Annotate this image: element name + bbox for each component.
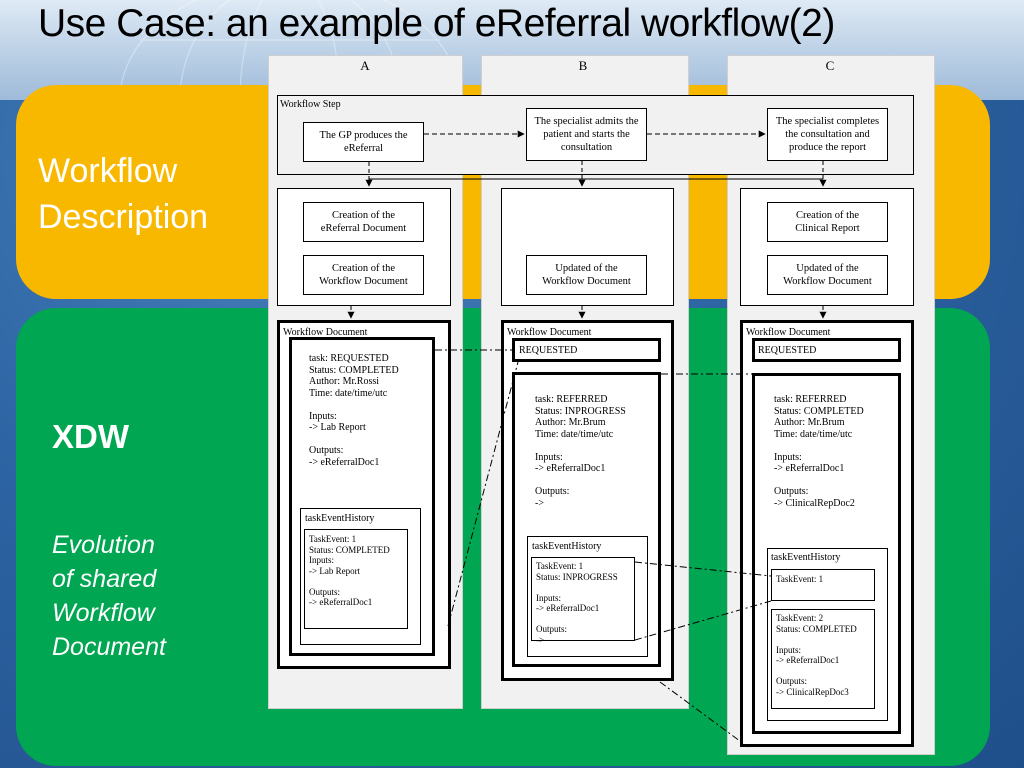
- column-b-label: B: [578, 58, 588, 73]
- evolution-label: Evolution of shared Workflow Document: [52, 528, 262, 664]
- col-c-requested-box: [752, 338, 901, 362]
- creation-clinical-report-box: Creation of the Clinical Report: [767, 202, 888, 242]
- step-specialist-admits-box: The specialist admits the patient and st…: [526, 108, 647, 161]
- workflow-description-line2: Description: [38, 198, 209, 236]
- col-a-task-event-1-text: TaskEvent: 1 Status: COMPLETED Inputs: -…: [309, 534, 390, 607]
- column-c-label: C: [825, 58, 835, 73]
- col-c-task-event-2-text: TaskEvent: 2 Status: COMPLETED Inputs: -…: [776, 613, 857, 697]
- col-c-task-event-1: [771, 569, 875, 601]
- column-a-label: A: [360, 58, 370, 73]
- col-c-task-event-1-text: TaskEvent: 1: [776, 574, 824, 584]
- evolution-line: Evolution: [52, 531, 155, 559]
- col-b-workflow-document-label: Workflow Document: [507, 327, 592, 338]
- step-specialist-completes-box: The specialist completes the consultatio…: [767, 108, 888, 161]
- workflow-description-label: Workflow Description: [38, 148, 258, 240]
- creation-ereferral-doc-box: Creation of the eReferral Document: [303, 202, 424, 242]
- col-b-requested-label: REQUESTED: [519, 345, 578, 356]
- col-c-workflow-document-label: Workflow Document: [746, 327, 831, 338]
- col-a-task-event-history-label: taskEventHistory: [305, 513, 375, 524]
- creation-workflow-doc-box: Creation of the Workflow Document: [303, 255, 424, 295]
- col-b-task-event-history-label: taskEventHistory: [532, 541, 602, 552]
- col-c-task-event-2: [771, 609, 875, 709]
- evolution-line: Document: [52, 633, 166, 661]
- col-c-task-event-history-label: taskEventHistory: [771, 552, 841, 563]
- evolution-line: of shared: [52, 565, 157, 593]
- col-c-requested-label: REQUESTED: [758, 345, 817, 356]
- col-b-requested-box: [512, 338, 661, 362]
- step-gp-box: The GP produces the eReferral: [303, 122, 424, 162]
- update-workflow-doc-box-c: Updated of the Workflow Document: [767, 255, 888, 295]
- evolution-line: Workflow: [52, 599, 155, 627]
- workflow-step-label: Workflow Step: [280, 99, 341, 110]
- col-b-task-text: task: REFERRED Status: INPROGRESS Author…: [535, 394, 626, 509]
- col-a-task-text: task: REQUESTED Status: COMPLETED Author…: [309, 353, 399, 468]
- slide-title: Use Case: an example of eReferral workfl…: [38, 2, 835, 45]
- col-a-workflow-document-label: Workflow Document: [283, 327, 368, 338]
- col-b-task-event-1-text: TaskEvent: 1 Status: INPROGRESS Inputs: …: [536, 561, 618, 645]
- col-b-task-event-1: [531, 557, 635, 641]
- col-a-task-event-1: [304, 529, 408, 629]
- xdw-label: XDW: [52, 418, 129, 455]
- update-workflow-doc-box-b: Updated of the Workflow Document: [526, 255, 647, 295]
- col-c-task-text: task: REFERRED Status: COMPLETED Author:…: [774, 394, 864, 509]
- workflow-description-line1: Workflow: [38, 152, 178, 190]
